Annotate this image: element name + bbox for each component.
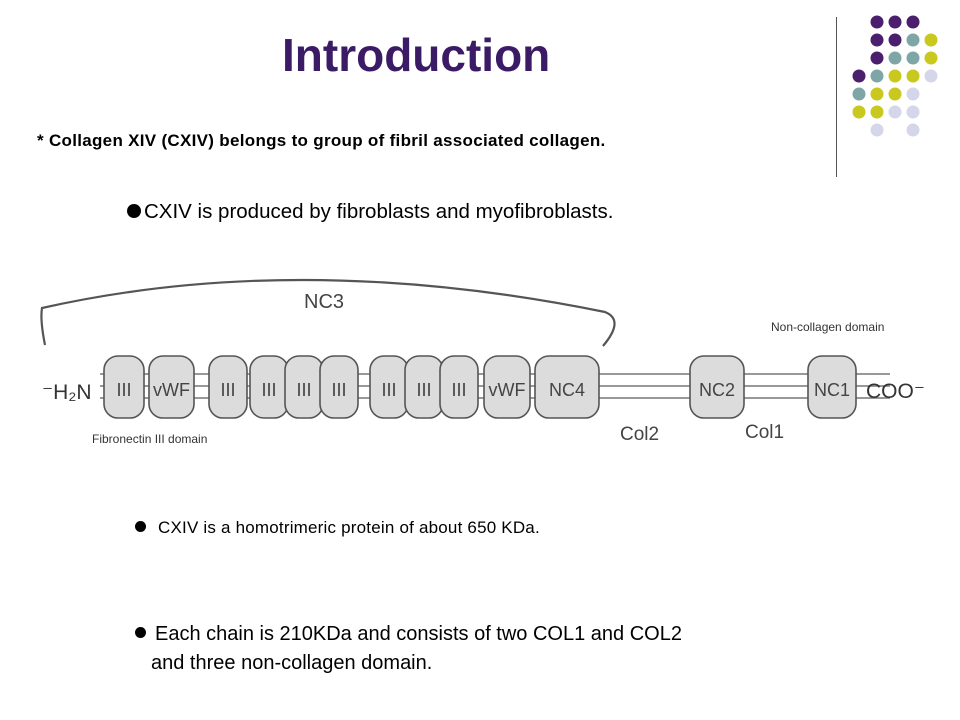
decorative-dot <box>870 87 884 101</box>
domain-label: III <box>331 380 346 400</box>
domain-label: III <box>381 380 396 400</box>
nc3-bracket <box>40 278 616 347</box>
domain-label: NC1 <box>814 380 850 400</box>
decorative-dot <box>870 15 884 29</box>
noncollagen-label: Non-collagen domain <box>771 320 884 334</box>
decorative-dot <box>888 33 902 47</box>
domain-iii-box: III <box>404 355 444 419</box>
decorative-dot <box>906 33 920 47</box>
domain-nc4-box: NC4 <box>534 355 600 419</box>
bullet-text-line1: Each chain is 210KDa and consists of two… <box>155 623 682 645</box>
domain-nc2-box: NC2 <box>689 355 745 419</box>
domain-label: vWF <box>153 380 190 400</box>
domain-label: III <box>296 380 311 400</box>
decorative-dot <box>888 69 902 83</box>
domain-label: NC4 <box>549 380 585 400</box>
domain-iii-box: III <box>208 355 248 419</box>
bullet-homotrimeric: CXIV is a homotrimeric protein of about … <box>135 518 540 538</box>
col2-label: Col2 <box>620 424 659 445</box>
decorative-dot <box>870 123 884 137</box>
decorative-dot <box>852 69 866 83</box>
n-terminus-label: ⁻H₂N <box>42 381 92 404</box>
bullet-chain-composition: Each chain is 210KDa and consists of two… <box>135 620 682 678</box>
decorative-dot <box>870 69 884 83</box>
domain-label: III <box>451 380 466 400</box>
decorative-dot <box>888 15 902 29</box>
c-terminus-label: COO⁻ <box>866 380 925 403</box>
domain-label: III <box>116 380 131 400</box>
domain-iii-box: III <box>284 355 324 419</box>
bullet-text-line2: and three non-collagen domain. <box>151 652 433 674</box>
decorative-dot <box>888 87 902 101</box>
nc3-label: NC3 <box>304 291 344 313</box>
decorative-dot <box>870 105 884 119</box>
decorative-dot <box>906 15 920 29</box>
decorative-divider <box>836 17 837 177</box>
bullet-text: CXIV is a homotrimeric protein of about … <box>158 518 540 537</box>
decorative-dot <box>924 69 938 83</box>
bullet-icon <box>135 627 146 639</box>
slide-subtitle: * Collagen XIV (CXIV) belongs to group o… <box>37 131 606 150</box>
bullet-text: CXIV is produced by fibroblasts and myof… <box>144 200 614 223</box>
decorative-dot <box>852 87 866 101</box>
domain-iii-box: III <box>369 355 409 419</box>
decorative-dot <box>888 105 902 119</box>
decorative-dot <box>906 87 920 101</box>
decorative-dot <box>888 51 902 65</box>
bullet-icon <box>135 521 146 533</box>
slide-title: Introduction <box>282 29 551 81</box>
domain-label: III <box>416 380 431 400</box>
domain-iii-box: III <box>319 355 359 419</box>
domain-label: III <box>220 380 235 400</box>
bullet-icon <box>127 203 141 218</box>
decorative-dot <box>906 105 920 119</box>
domain-iii-box: III <box>249 355 289 419</box>
domain-label: III <box>261 380 276 400</box>
decorative-dot <box>870 51 884 65</box>
domain-nc1-box: NC1 <box>807 355 857 419</box>
domain-vwf-box: vWF <box>148 355 195 419</box>
domain-vwf-box: vWF <box>483 355 531 419</box>
decorative-dot <box>924 33 938 47</box>
domain-iii-box: III <box>439 355 479 419</box>
col1-label: Col1 <box>745 422 784 443</box>
bullet-produced-by: CXIV is produced by fibroblasts and myof… <box>127 200 613 224</box>
decorative-dot <box>906 123 920 137</box>
decorative-dot <box>870 33 884 47</box>
decorative-dot <box>906 69 920 83</box>
decorative-dot <box>924 51 938 65</box>
domain-label: NC2 <box>699 380 735 400</box>
decorative-dot <box>906 51 920 65</box>
decorative-dot <box>852 105 866 119</box>
domain-label: vWF <box>489 380 526 400</box>
domain-iii-box: III <box>103 355 145 419</box>
fibronectin-label: Fibronectin III domain <box>92 432 207 446</box>
